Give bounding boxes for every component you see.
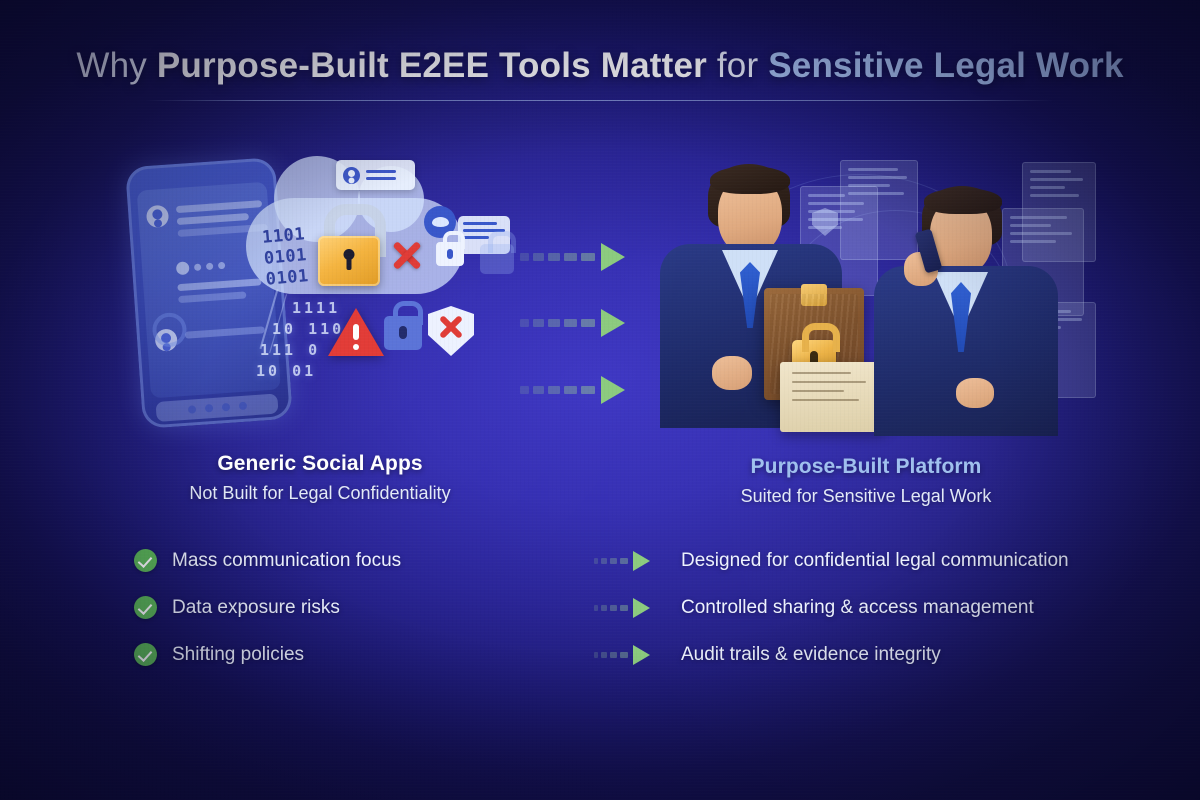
- list-item-label: Mass communication focus: [172, 549, 402, 571]
- businessman-on-phone: [868, 182, 1064, 436]
- binary-cloud-text: 1101 0101 0101: [261, 224, 310, 290]
- right-heading-title: Purpose-Built Platform: [750, 455, 982, 478]
- list-item[interactable]: Shifting policies: [134, 631, 401, 678]
- shield-with-x-icon: [428, 306, 474, 356]
- warning-triangle-icon: [328, 308, 384, 356]
- connector-arrow-1: [520, 243, 625, 271]
- left-bullet-list: Mass communication focus Data exposure r…: [134, 537, 401, 678]
- dashed-arrow-right-icon: [594, 644, 666, 665]
- purpose-built-platform-illustration: [650, 150, 1115, 436]
- check-circle-icon: [134, 643, 157, 666]
- ghost-padlock-icon: [480, 231, 516, 274]
- title-divider: [146, 100, 1054, 101]
- connector-arrow-2: [520, 309, 625, 337]
- connector-arrow-3: [520, 376, 625, 404]
- red-x-icon: [390, 238, 424, 272]
- title-segment-main: Purpose-Built E2EE Tools Matter: [156, 46, 707, 85]
- dashed-arrow-right-icon: [594, 597, 666, 618]
- list-item-label: Data exposure risks: [172, 596, 340, 618]
- left-column-heading: Generic Social Apps Not Built for Legal …: [130, 452, 510, 504]
- blue-padlock-icon: [384, 301, 423, 350]
- avatar: [145, 204, 170, 229]
- list-item-label: Controlled sharing & access management: [681, 596, 1034, 618]
- dashed-arrow-right-icon: [594, 550, 666, 571]
- generic-social-apps-illustration: 1101 0101 0101 1111 10 110 111 0 10 01: [125, 148, 516, 433]
- list-item[interactable]: Controlled sharing & access management: [594, 584, 1069, 631]
- title-block: Why Purpose-Built E2EE Tools Matter for …: [0, 46, 1200, 86]
- list-item-label: Designed for confidential legal communic…: [681, 549, 1069, 571]
- right-heading-subtitle: Suited for Sensitive Legal Work: [740, 486, 992, 506]
- left-heading-subtitle: Not Built for Legal Confidentiality: [189, 483, 451, 503]
- white-padlock-icon: [436, 231, 465, 266]
- left-heading-title: Generic Social Apps: [217, 452, 423, 475]
- title-segment-accent: Sensitive Legal Work: [768, 46, 1124, 85]
- list-item[interactable]: Mass communication focus: [134, 537, 401, 584]
- list-item[interactable]: Designed for confidential legal communic…: [594, 537, 1069, 584]
- right-column-heading: Purpose-Built Platform Suited for Sensit…: [676, 455, 1056, 507]
- right-bullet-list: Designed for confidential legal communic…: [594, 537, 1069, 678]
- title-segment-why: Why: [76, 46, 157, 85]
- list-item-label: Audit trails & evidence integrity: [681, 643, 941, 665]
- check-circle-icon: [134, 549, 157, 572]
- page-title: Why Purpose-Built E2EE Tools Matter for …: [0, 46, 1200, 86]
- smartphone-chat-icon: [125, 157, 293, 429]
- user-card-icon: [336, 160, 415, 190]
- list-item[interactable]: Data exposure risks: [134, 584, 401, 631]
- check-circle-icon: [134, 596, 157, 619]
- gold-padlock-icon: [318, 236, 380, 286]
- list-item-label: Shifting policies: [172, 643, 305, 665]
- list-item[interactable]: Audit trails & evidence integrity: [594, 631, 1069, 678]
- phone-home-bar: [155, 393, 279, 422]
- title-segment-for: for: [706, 46, 769, 85]
